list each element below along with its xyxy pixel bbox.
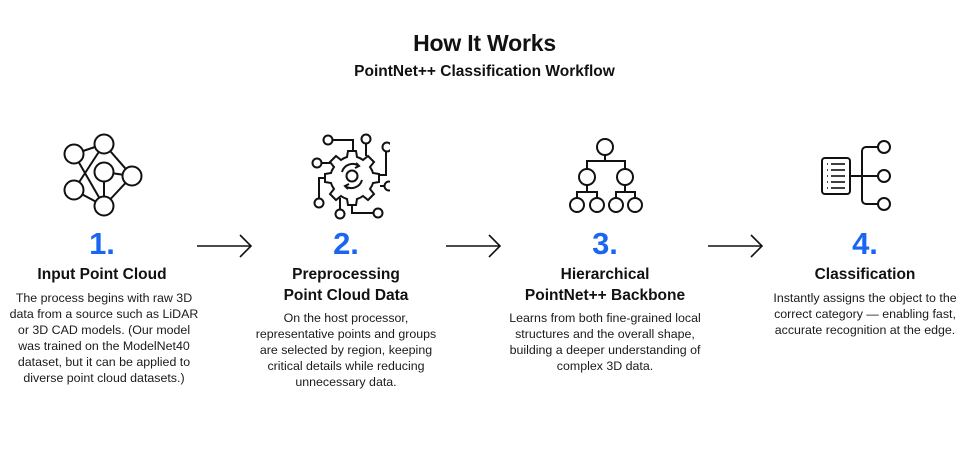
step-description: The process begins with raw 3D data from… (9, 291, 199, 385)
hierarchy-tree-icon (560, 135, 650, 215)
step-description: Learns from both fine-grained local stru… (509, 311, 701, 373)
gear-circuit-icon (300, 130, 390, 220)
right-arrow-icon (707, 234, 765, 258)
step-heading-line: Preprocessing (292, 266, 400, 283)
step-heading-line: Point Cloud Data (283, 287, 409, 304)
step-number: 1. (89, 226, 115, 261)
step-heading: Input Point Cloud (0, 264, 204, 285)
page-subtitle: PointNet++ Classification Workflow (354, 63, 615, 80)
step-description: On the host processor, representative po… (255, 311, 437, 389)
step-heading-line: Hierarchical (560, 266, 650, 283)
step-heading-line: Classification (814, 266, 916, 283)
step-heading-line: Input Point Cloud (37, 266, 167, 283)
page-title: How It Works (413, 30, 556, 56)
right-arrow-icon (196, 234, 254, 258)
step-heading: Classification (772, 264, 958, 285)
document-branch-icon (815, 135, 900, 215)
step-heading: Preprocessing Point Cloud Data (246, 264, 446, 306)
step-description: Instantly assigns the object to the corr… (773, 291, 957, 337)
step-number: 4. (852, 226, 878, 261)
step-heading: Hierarchical PointNet++ Backbone (500, 264, 710, 306)
network-graph-icon (50, 130, 150, 230)
right-arrow-icon (445, 234, 503, 258)
step-heading-line: PointNet++ Backbone (524, 287, 686, 304)
step-number: 3. (592, 226, 618, 261)
step-number: 2. (333, 226, 359, 261)
